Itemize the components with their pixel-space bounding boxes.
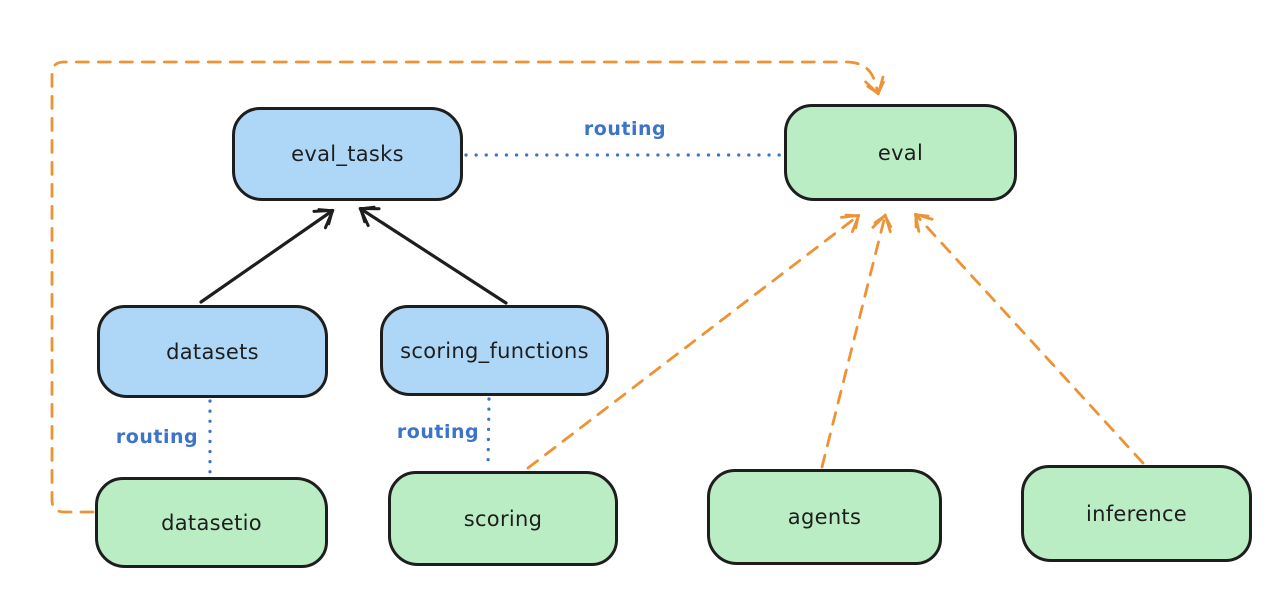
node-scoring-label: scoring xyxy=(463,506,543,531)
node-inference-label: inference xyxy=(1085,501,1188,526)
edge-scoring_functions-to-eval_tasks xyxy=(358,205,508,305)
node-datasets-label: datasets xyxy=(166,339,259,364)
edge-datasetio-to-eval xyxy=(50,60,885,514)
edge-datasets-to-eval_tasks xyxy=(199,208,335,304)
node-scoring: scoring xyxy=(388,471,618,566)
node-datasetio: datasetio xyxy=(95,477,328,568)
edge-scoring_functions-to-scoring-routing xyxy=(486,397,491,470)
node-agents-label: agents xyxy=(787,505,862,529)
routing-label-eval_tasks-eval: routing xyxy=(583,118,667,140)
node-eval_tasks-label: eval_tasks xyxy=(291,142,404,166)
routing-label-scoring_functions-scoring: routing xyxy=(396,421,480,443)
edge-inference-to-eval xyxy=(913,212,1145,465)
node-datasetio-label: datasetio xyxy=(161,510,262,535)
node-inference: inference xyxy=(1021,465,1252,562)
routing-label-datasets-datasetio: routing xyxy=(115,426,199,448)
edge-agents-to-eval xyxy=(820,213,893,469)
node-eval-label: eval xyxy=(877,140,924,165)
node-datasets: datasets xyxy=(97,305,328,398)
node-scoring_functions-label: scoring_functions xyxy=(400,338,589,363)
edge-scoring-to-eval xyxy=(526,213,861,470)
node-scoring_functions: scoring_functions xyxy=(380,305,609,396)
node-eval: eval xyxy=(784,104,1017,201)
node-eval_tasks: eval_tasks xyxy=(232,107,463,201)
node-agents: agents xyxy=(707,469,942,565)
